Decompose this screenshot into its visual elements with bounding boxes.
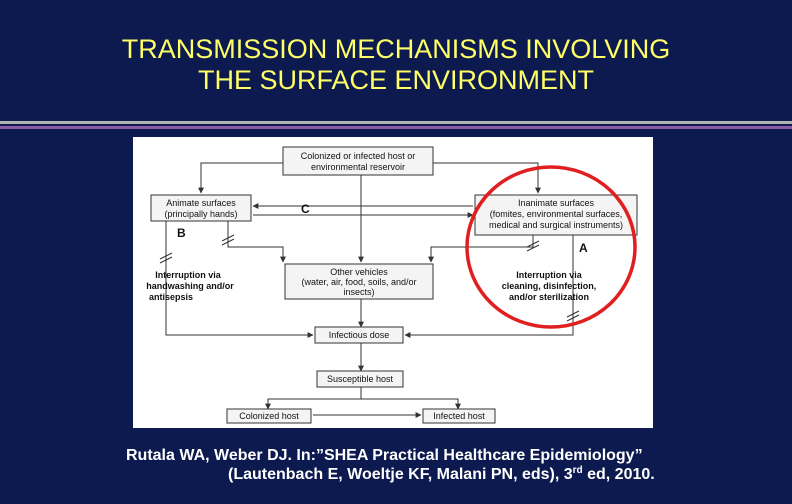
interrupt-right-line-3: and/or sterilization (509, 292, 589, 302)
citation-line-2-end: ed, 2010. (582, 466, 655, 483)
highlight-circle (465, 165, 637, 329)
node-susceptible-host: Susceptible host (316, 370, 404, 388)
colonized-label: Colonized host (239, 411, 299, 421)
infected-label: Infected host (433, 411, 485, 421)
label-c: C (301, 202, 310, 216)
vehicles-line-3: insects) (343, 287, 374, 297)
citation-superscript: rd (572, 465, 583, 476)
vehicles-line-2: (water, air, food, soils, and/or (301, 277, 416, 287)
transmission-diagram: Colonized or infected host or environmen… (133, 137, 653, 428)
susceptible-label: Susceptible host (327, 374, 394, 384)
interruption-right-label: Interruption via cleaning, disinfection,… (502, 270, 597, 302)
diagram-canvas: Colonized or infected host or environmen… (146, 146, 638, 424)
label-b: B (177, 226, 186, 240)
interrupt-left-line-1: Interruption via (155, 270, 221, 280)
citation-line-2-main: (Lautenbach E, Woeltje KF, Malani PN, ed… (228, 466, 573, 483)
interrupt-right-line-2: cleaning, disinfection, (502, 281, 597, 291)
node-animate-surfaces: Animate surfaces (principally hands) (150, 194, 252, 222)
title-line-2: THE SURFACE ENVIRONMENT (197, 65, 595, 95)
interrupt-left-line-3: antisepsis (149, 292, 193, 302)
vehicles-line-1: Other vehicles (330, 267, 388, 277)
animate-line-2: (principally hands) (164, 209, 237, 219)
title-rule-bottom (0, 126, 792, 129)
citation-line-1: Rutala WA, Weber DJ. In:”SHEA Practical … (126, 447, 643, 464)
citation-line-2: (Lautenbach E, Woeltje KF, Malani PN, ed… (0, 465, 792, 485)
dose-label: Infectious dose (329, 330, 390, 340)
node-other-vehicles: Other vehicles (water, air, food, soils,… (284, 263, 434, 300)
inanimate-line-1: Inanimate surfaces (518, 198, 595, 208)
source-line-1: Colonized or infected host or (301, 151, 416, 161)
node-infectious-dose: Infectious dose (314, 326, 404, 344)
source-line-2: environmental reservoir (311, 162, 405, 172)
title-rule-top (0, 121, 792, 124)
connectors (159, 162, 580, 418)
animate-line-1: Animate surfaces (166, 198, 236, 208)
node-colonized-host: Colonized host (226, 408, 312, 424)
interrupt-left-line-2: handwashing and/or (146, 281, 234, 291)
node-infected-host: Infected host (422, 408, 496, 424)
slide-title: TRANSMISSION MECHANISMS INVOLVING THE SU… (0, 34, 792, 96)
inanimate-line-2: (fomites, environmental surfaces, (490, 209, 623, 219)
label-a: A (579, 241, 588, 255)
interruption-left-label: Interruption via handwashing and/or anti… (146, 270, 234, 302)
interrupt-right-line-1: Interruption via (516, 270, 582, 280)
title-line-1: TRANSMISSION MECHANISMS INVOLVING (121, 34, 671, 64)
node-source-reservoir: Colonized or infected host or environmen… (282, 146, 434, 176)
inanimate-line-3: medical and surgical instruments) (489, 220, 623, 230)
node-inanimate-surfaces: Inanimate surfaces (fomites, environment… (474, 194, 638, 236)
